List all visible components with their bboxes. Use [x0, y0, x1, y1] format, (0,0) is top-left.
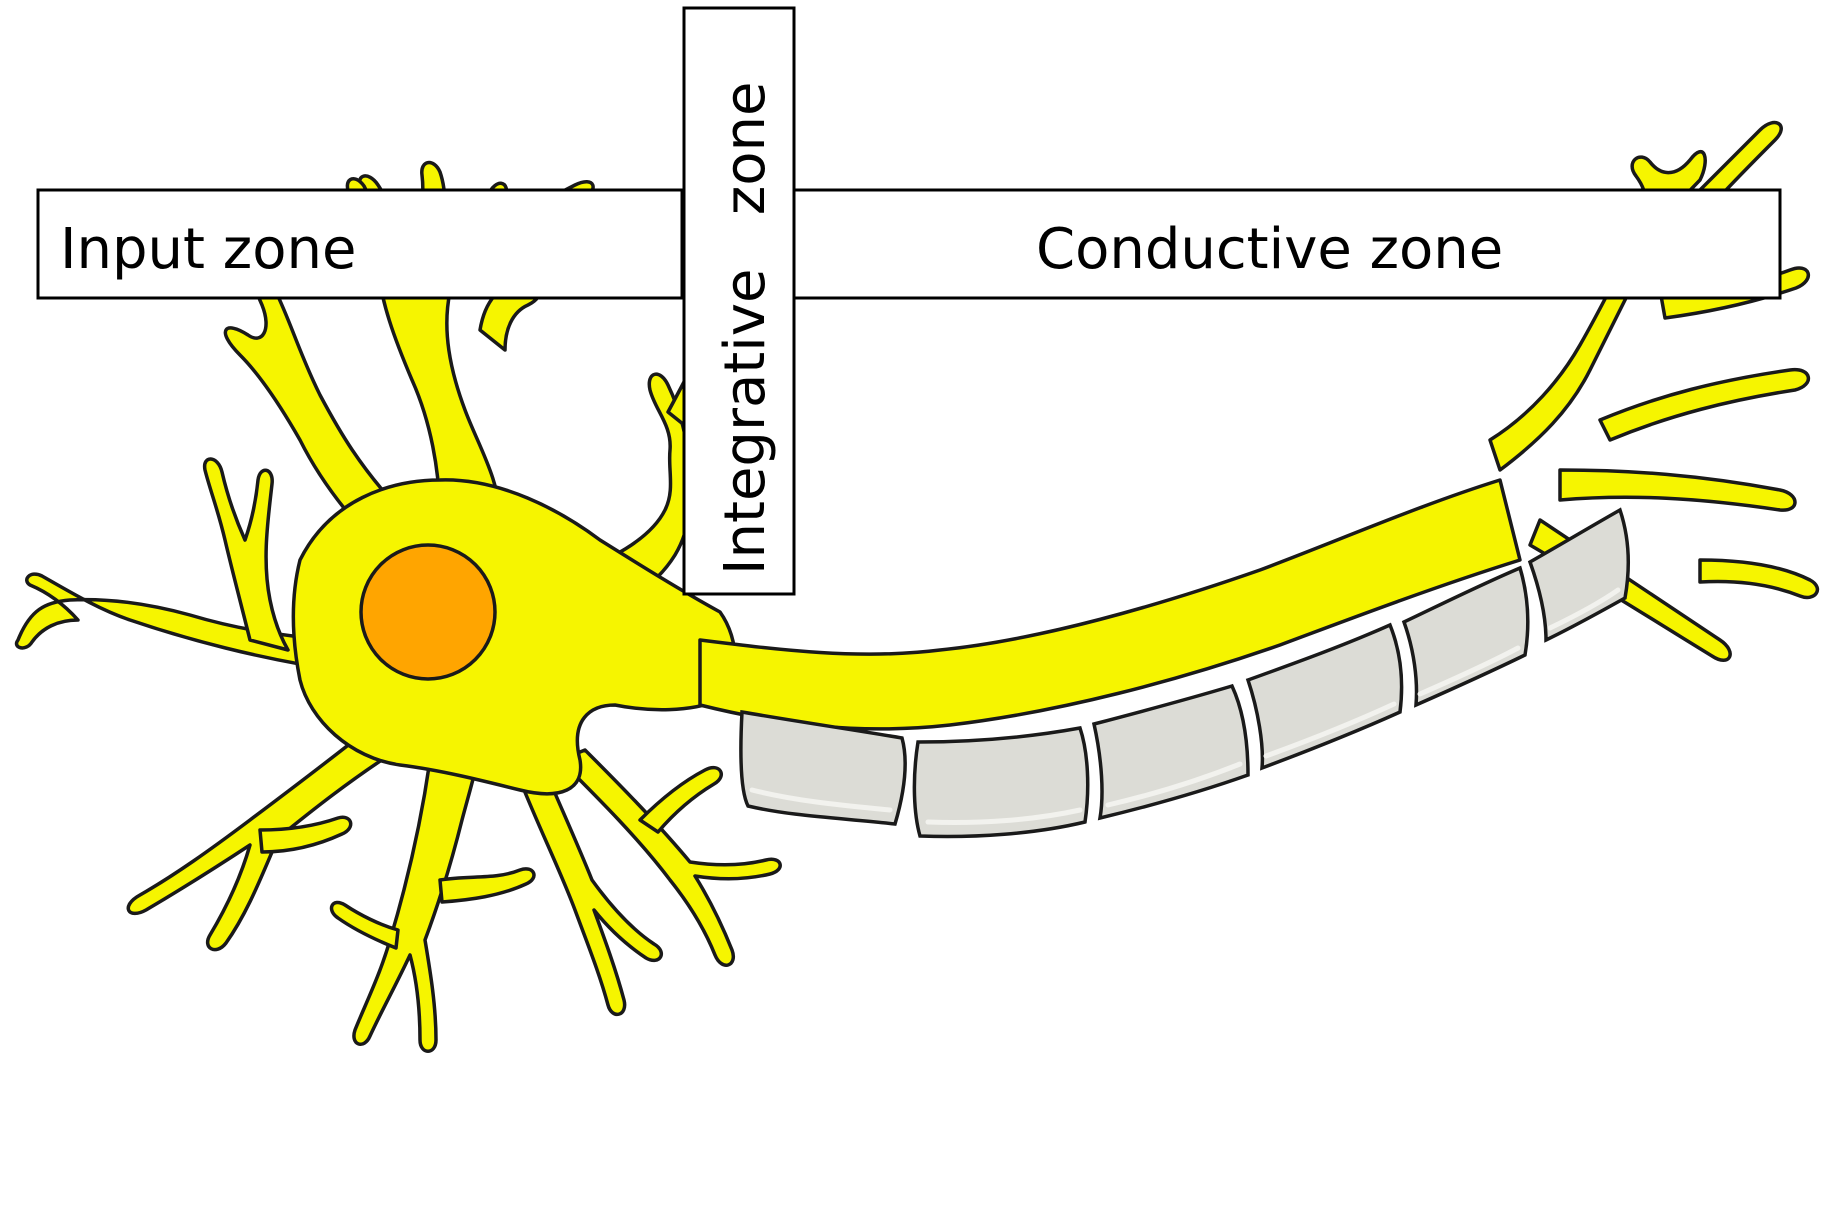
dendrite-lower-branch-a: [332, 902, 398, 948]
input-zone-label-box: Input zone: [38, 190, 682, 298]
input-zone-label: Input zone: [60, 217, 356, 282]
dendrite-lower-branch-b: [440, 869, 534, 902]
conductive-zone-label: Conductive zone: [1036, 217, 1503, 282]
integrative-zone-label-box: Integrative zone: [684, 8, 794, 594]
nucleus: [361, 545, 495, 679]
integrative-zone-label: Integrative zone: [713, 82, 778, 575]
conductive-zone-label-box: Conductive zone: [792, 190, 1780, 298]
dendrite-lower-right-branch: [640, 768, 721, 832]
myelin-segment-3: [1094, 686, 1248, 818]
